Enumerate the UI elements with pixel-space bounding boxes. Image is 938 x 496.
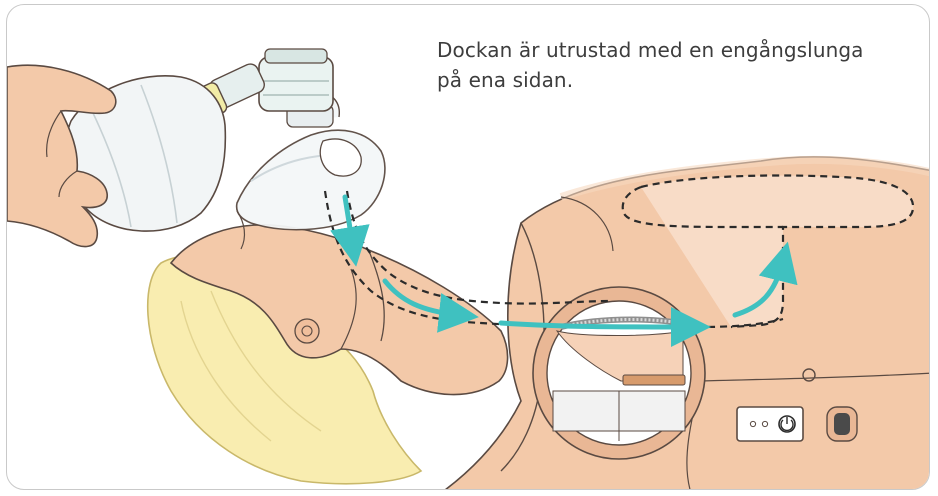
caption-line-1: Dockan är utrustad med en engångslunga — [437, 35, 917, 65]
face-mask — [237, 93, 385, 230]
manikin-ear — [295, 319, 319, 343]
socket-icon — [827, 407, 857, 441]
power-icon[interactable] — [779, 416, 795, 432]
figure-frame: Dockan är utrustad med en engångslunga p… — [6, 4, 930, 490]
caption-text: Dockan är utrustad med en engångslunga p… — [437, 35, 917, 95]
chest-port — [533, 287, 705, 459]
caption-line-2: på ena sidan. — [437, 65, 917, 95]
